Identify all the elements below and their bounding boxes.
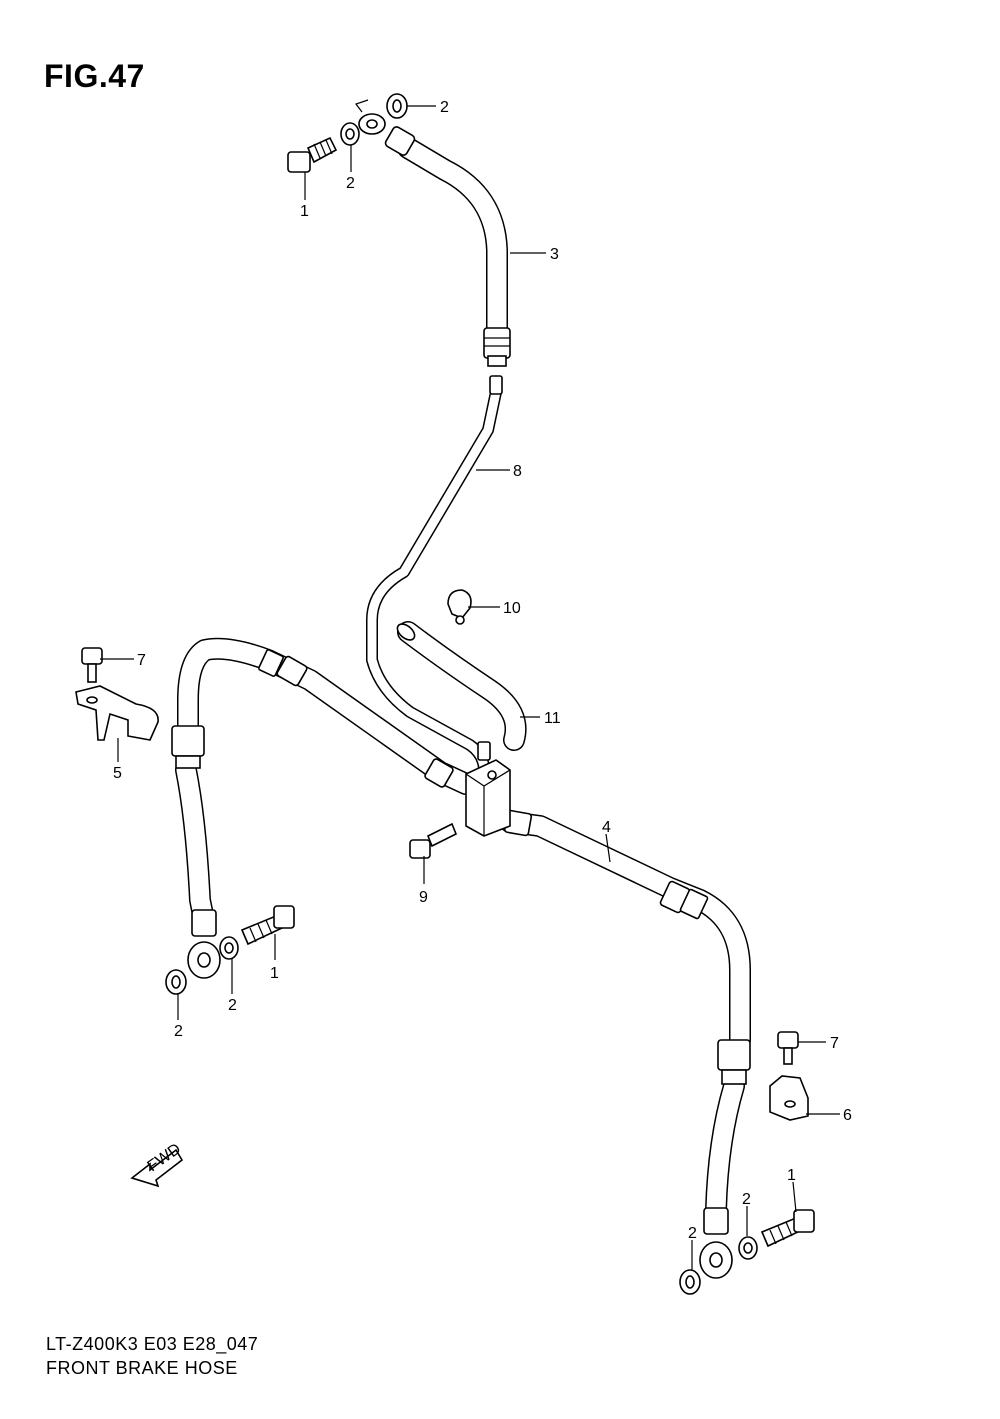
- callout-1-right: 1: [787, 1167, 796, 1184]
- part-name: FRONT BRAKE HOSE: [46, 1358, 238, 1378]
- callout-7-left: 7: [137, 652, 146, 669]
- callout-2-right-b: 2: [688, 1225, 697, 1242]
- washer-right-b[interactable]: [679, 1269, 701, 1295]
- washer-left-a[interactable]: [219, 936, 239, 960]
- callout-1-top: 1: [300, 203, 309, 220]
- bracket-right[interactable]: [769, 1075, 809, 1121]
- callout-7-right: 7: [830, 1035, 839, 1052]
- model-code: LT-Z400K3 E03 E28_047: [46, 1334, 259, 1354]
- callout-2-left-a: 2: [228, 997, 237, 1014]
- leader-lines: [100, 105, 840, 1270]
- pipe-protector[interactable]: [394, 621, 527, 751]
- callout-1-left: 1: [270, 965, 279, 982]
- washer-top-right[interactable]: [386, 93, 408, 119]
- bolt-right-bracket[interactable]: [777, 1031, 799, 1065]
- union-bolt-right[interactable]: [760, 1209, 815, 1248]
- lower-brake-hose[interactable]: [171, 637, 751, 1279]
- bolt-left-bracket[interactable]: [81, 647, 103, 683]
- upper-brake-hose[interactable]: [355, 99, 511, 367]
- callout-5: 5: [113, 765, 122, 782]
- forward-arrow-icon: FWD: [130, 1140, 184, 1188]
- union-bolt-top[interactable]: [287, 136, 338, 173]
- washer-left-b[interactable]: [165, 969, 187, 995]
- junction-block[interactable]: [465, 759, 511, 837]
- callout-9: 9: [419, 889, 428, 906]
- callout-3: 3: [550, 246, 559, 263]
- washer-top-left[interactable]: [340, 122, 360, 146]
- callout-2-top-right: 2: [440, 99, 449, 116]
- callout-2-left-b: 2: [174, 1023, 183, 1040]
- callout-11: 11: [544, 710, 561, 727]
- callout-10: 10: [503, 600, 521, 617]
- bracket-left[interactable]: [75, 685, 159, 741]
- figure-title: FIG.47: [44, 58, 145, 94]
- union-bolt-left[interactable]: [240, 905, 295, 946]
- washer-right-a[interactable]: [738, 1236, 758, 1260]
- brake-pipe[interactable]: [366, 375, 503, 806]
- callout-6: 6: [843, 1107, 852, 1124]
- callout-8: 8: [513, 463, 522, 480]
- mounting-bolt-block[interactable]: [409, 822, 458, 859]
- callout-4: 4: [602, 819, 611, 836]
- callout-2-right-a: 2: [742, 1191, 751, 1208]
- clamp[interactable]: [447, 589, 472, 625]
- callout-2-top-left: 2: [346, 175, 355, 192]
